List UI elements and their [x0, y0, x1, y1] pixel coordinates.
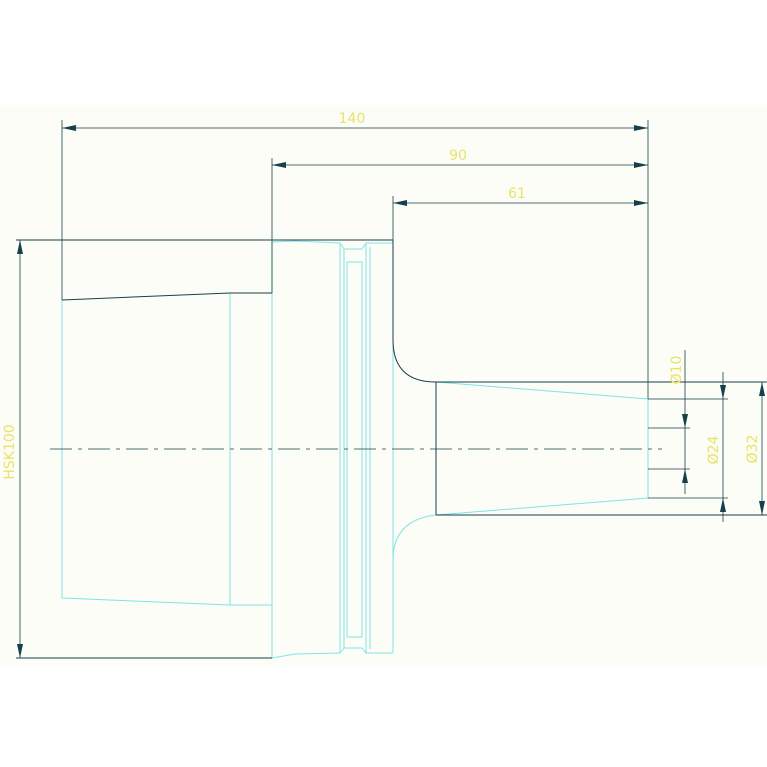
- body-top-edge: [271, 240, 341, 244]
- arrow-90-left: [272, 162, 286, 168]
- groove-chamfer: [339, 242, 345, 654]
- arrow-32-bottom: [759, 501, 765, 515]
- body-bottom-edge: [271, 652, 341, 659]
- arrow-140-left: [62, 125, 76, 131]
- arrow-61-right: [634, 200, 648, 206]
- lower-fillet: [392, 514, 437, 561]
- flange-upper-edge: [61, 292, 231, 301]
- arrow-24-bottom: [720, 498, 726, 512]
- dimension-labels: 140 90 61 HSK100 Ø10 Ø24 Ø32: [2, 111, 761, 480]
- dimensions: [17, 120, 765, 658]
- dim-label-61: 61: [508, 186, 526, 202]
- part-profile: [61, 240, 649, 659]
- dim-label-90: 90: [449, 148, 467, 164]
- drawing-sheet: [0, 105, 767, 665]
- nose-lower-taper: [435, 497, 649, 516]
- dim-label-dia10: Ø10: [669, 356, 685, 385]
- dim-label-dia24: Ø24: [706, 435, 722, 464]
- arrow-140-right: [634, 125, 648, 131]
- arrow-24-top: [720, 385, 726, 399]
- arrow-10-bottom: [682, 469, 688, 483]
- dim-label-hsk100: HSK100: [2, 424, 18, 479]
- dim-label-140: 140: [339, 111, 366, 127]
- upper-fillet-profile: [392, 240, 648, 383]
- arrow-32-top: [759, 382, 765, 396]
- part-outline: [16, 239, 767, 659]
- arrow-10-top: [682, 414, 688, 428]
- nose-upper-taper: [435, 381, 649, 400]
- arrow-61-left: [393, 200, 407, 206]
- arrow-hsk-top: [17, 240, 23, 254]
- arrow-90-right: [634, 162, 648, 168]
- arrow-hsk-bottom: [17, 644, 23, 658]
- dim-label-dia32: Ø32: [745, 435, 761, 464]
- groove-slot: [346, 261, 363, 638]
